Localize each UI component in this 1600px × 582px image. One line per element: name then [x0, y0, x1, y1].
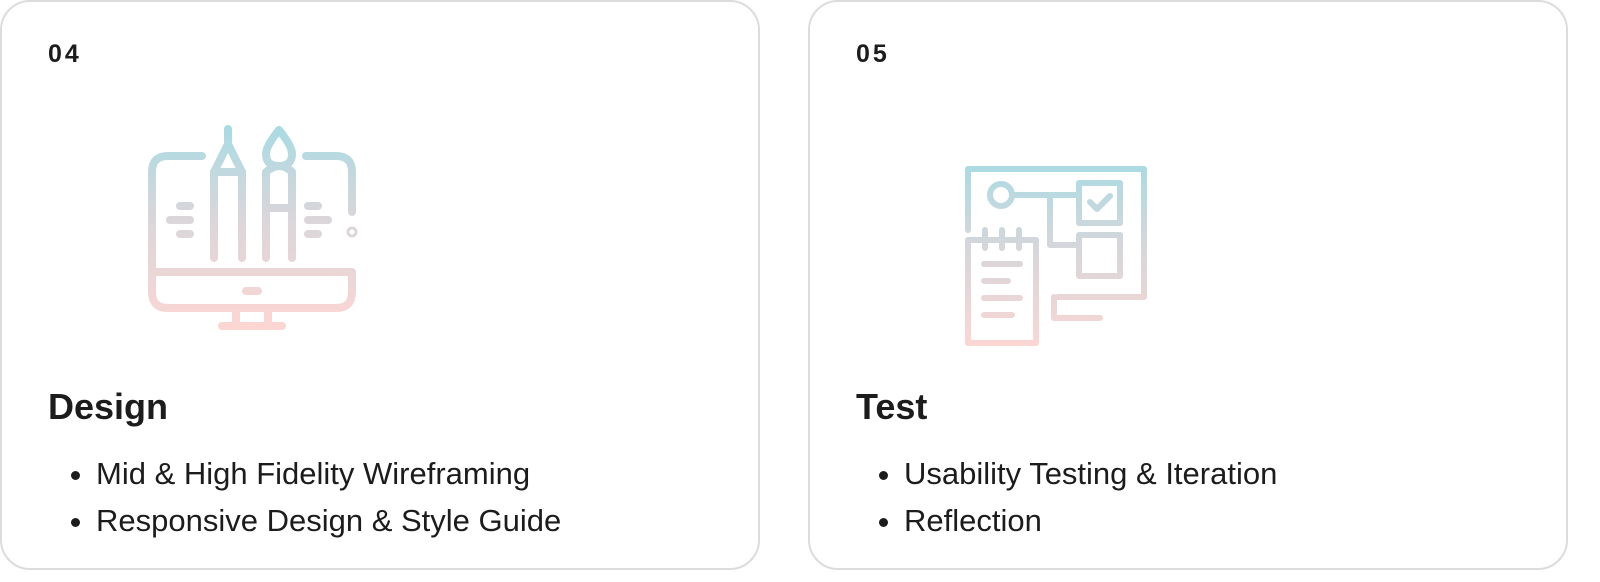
monitor-checklist-icon — [965, 166, 1147, 346]
step-card-design: 04 — [0, 0, 760, 570]
step-card-test: 05 — [808, 0, 1568, 570]
list-item: Reflection — [904, 497, 1277, 544]
monitor-pen-brush-icon — [148, 125, 358, 330]
list-item: Usability Testing & Iteration — [904, 450, 1277, 497]
list-item: Responsive Design & Style Guide — [96, 497, 561, 544]
deliverables-list: Usability Testing & Iteration Reflection — [904, 450, 1277, 544]
step-number: 04 — [48, 40, 82, 68]
deliverables-list: Mid & High Fidelity Wireframing Responsi… — [96, 450, 561, 544]
card-title: Test — [856, 386, 928, 427]
list-item: Mid & High Fidelity Wireframing — [96, 450, 561, 497]
card-title: Design — [48, 386, 169, 427]
step-number: 05 — [856, 40, 890, 68]
